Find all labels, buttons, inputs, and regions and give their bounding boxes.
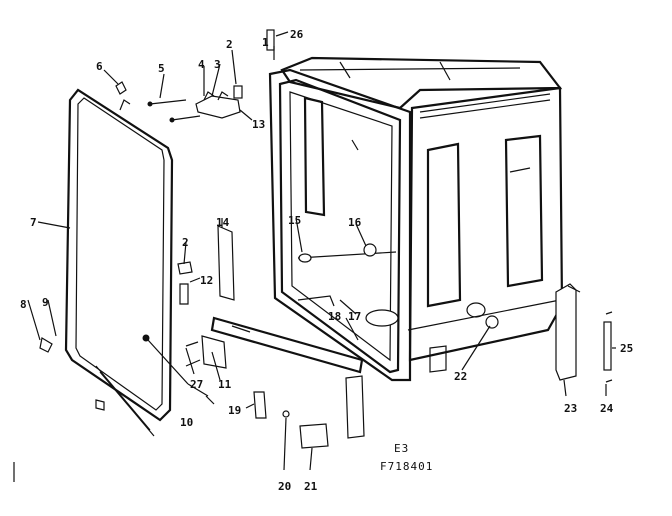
callout-4: 4 xyxy=(198,58,205,71)
callout-2: 2 xyxy=(226,38,233,51)
hinge-assembly xyxy=(115,29,275,123)
callout-21: 21 xyxy=(304,480,318,493)
callout-5: 5 xyxy=(158,62,165,75)
callout-17: 17 xyxy=(348,310,361,323)
callout-10: 10 xyxy=(180,416,193,429)
door-gasket xyxy=(64,88,174,437)
callout-20: 20 xyxy=(278,480,291,493)
callout-23: 23 xyxy=(564,402,577,415)
callout-1: 1 xyxy=(262,36,269,49)
callout-13: 13 xyxy=(252,118,265,131)
callout-16: 16 xyxy=(348,216,362,229)
leader-lines xyxy=(27,31,616,471)
callout-3: 3 xyxy=(214,58,221,71)
callout-19: 19 xyxy=(228,404,241,417)
side-bracket-parts xyxy=(555,283,613,383)
callout-6: 6 xyxy=(96,60,103,73)
callout-24: 24 xyxy=(600,402,614,415)
figure-caption: E3 F718401 xyxy=(380,442,433,473)
callout-12: 12 xyxy=(200,274,213,287)
diagram-code: E3 xyxy=(394,442,409,455)
callout-11: 11 xyxy=(218,378,232,391)
figure-number: F718401 xyxy=(380,460,433,473)
callout-22: 22 xyxy=(454,370,467,383)
callout-18: 18 xyxy=(328,310,341,323)
callout-labels: 1 2 3 4 5 6 13 26 7 8 9 10 11 27 12 2 14… xyxy=(20,28,633,493)
callout-15: 15 xyxy=(288,214,301,227)
callout-14: 14 xyxy=(216,216,230,229)
callout-26: 26 xyxy=(290,28,304,41)
callout-27: 27 xyxy=(190,378,203,391)
tub-assembly xyxy=(268,56,564,382)
callout-8: 8 xyxy=(20,298,27,311)
door-hardware xyxy=(39,225,365,449)
callout-25: 25 xyxy=(620,342,633,355)
callout-7: 7 xyxy=(30,216,37,229)
callout-9: 9 xyxy=(42,296,49,309)
callout-2b: 2 xyxy=(182,236,189,249)
